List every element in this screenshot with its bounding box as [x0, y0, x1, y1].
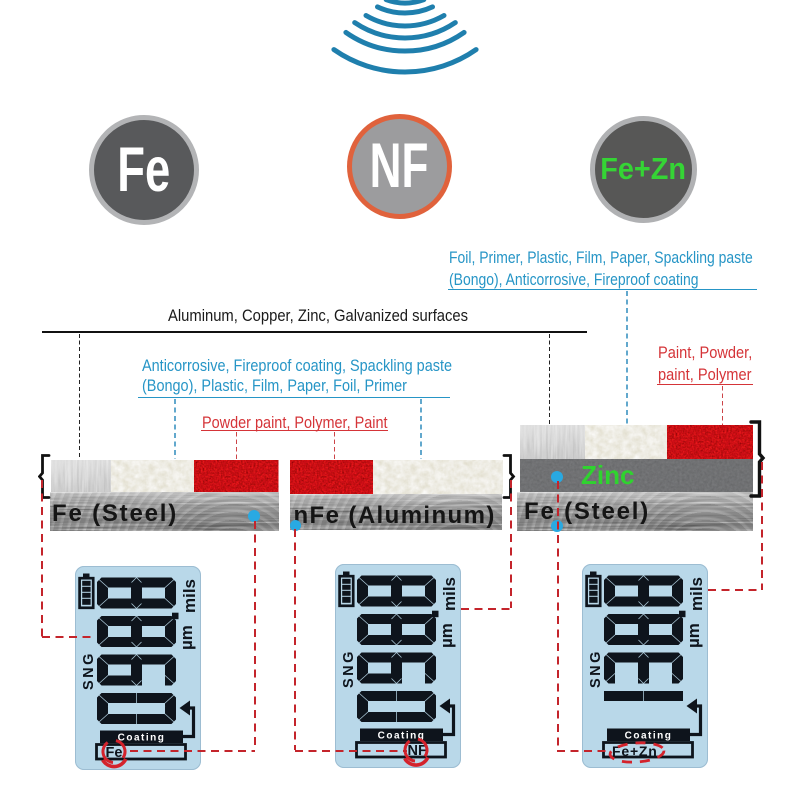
svg-text:SNG: SNG: [588, 649, 604, 688]
svg-text:NF: NF: [408, 743, 427, 759]
svg-text:mils: mils: [440, 577, 459, 611]
svg-text:µm: µm: [684, 623, 703, 648]
svg-text:Fe+Zn: Fe+Zn: [612, 743, 658, 759]
svg-text:SNG: SNG: [81, 651, 97, 690]
svg-text:µm: µm: [177, 625, 196, 650]
svg-text:mils: mils: [687, 577, 706, 611]
svg-text:Fe: Fe: [106, 745, 123, 761]
svg-text:Coating: Coating: [378, 731, 426, 742]
svg-text:Coating: Coating: [118, 733, 166, 744]
svg-text:SNG: SNG: [341, 649, 357, 688]
svg-text:µm: µm: [437, 623, 456, 648]
svg-text:mils: mils: [180, 579, 199, 613]
svg-text:Coating: Coating: [625, 731, 673, 742]
